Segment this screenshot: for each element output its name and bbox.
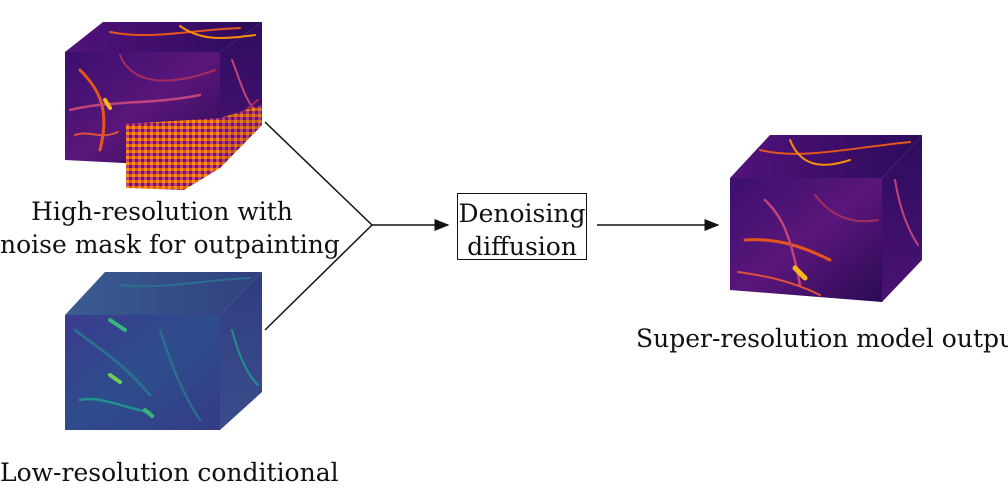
output-cube-front xyxy=(730,178,882,302)
output-cube xyxy=(730,135,922,302)
noise-mask xyxy=(126,118,220,190)
hires-caption-line1: High-resolution with xyxy=(31,197,293,226)
lowres-filaments xyxy=(73,277,259,422)
output-filaments xyxy=(737,139,919,296)
lowres-cube xyxy=(65,272,262,430)
denoising-diffusion-box: Denoising diffusion xyxy=(457,193,587,261)
lowres-cube-side xyxy=(220,272,262,430)
diffusion-label-line2: diffusion xyxy=(467,232,577,261)
output-cube-side xyxy=(882,135,922,302)
connector-from-lowres xyxy=(264,224,373,331)
hires-caption-line2: noise mask for outpainting xyxy=(0,230,340,259)
hires-cube xyxy=(65,22,262,190)
lowres-caption: Low-resolution conditional xyxy=(0,458,339,487)
lowres-cube-top xyxy=(65,272,262,315)
connector-from-hires xyxy=(264,121,373,226)
connectors xyxy=(264,121,720,331)
diffusion-label-line1: Denoising xyxy=(458,199,586,228)
output-caption: Super-resolution model output xyxy=(636,324,1008,353)
hires-caption: High-resolution with noise mask for outp… xyxy=(0,195,340,261)
